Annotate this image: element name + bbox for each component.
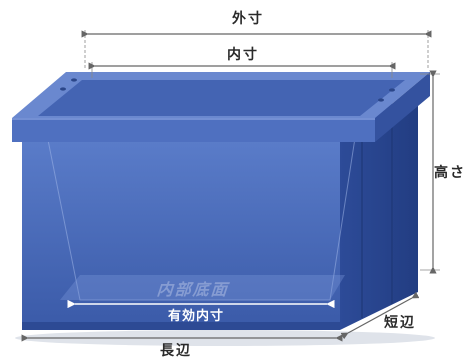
- inner-dimension-label: 内寸: [227, 47, 259, 63]
- rim-hole: [60, 87, 66, 91]
- box-bottom-edge: [22, 322, 340, 330]
- rim-front-lip: [12, 118, 375, 142]
- short-side-dimension-line: [340, 291, 420, 340]
- height-label: 高さ: [434, 165, 466, 181]
- interior-floor: [60, 275, 345, 300]
- box-right-side: [340, 102, 418, 330]
- rim-opening: [38, 80, 405, 116]
- box-front-panel: [22, 140, 340, 330]
- short-side-label: 短辺: [384, 315, 416, 331]
- rim-hole: [71, 78, 77, 82]
- effective-dimension-label: 有効内寸: [168, 309, 225, 324]
- rim-hole: [378, 98, 384, 102]
- rim-right-lip: [375, 72, 430, 142]
- long-side-label: 長辺: [160, 343, 192, 359]
- rim-hole: [389, 88, 395, 92]
- outer-dimension-label: 外寸: [232, 11, 264, 27]
- floor-text: 内部底面: [155, 280, 234, 299]
